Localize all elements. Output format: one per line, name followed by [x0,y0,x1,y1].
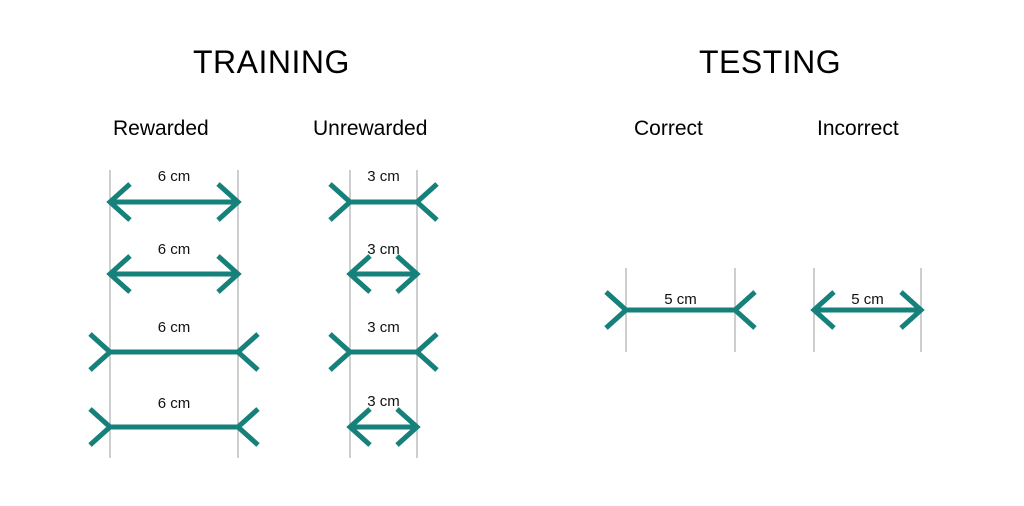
right-fin [413,182,439,222]
length-label: 5 cm [851,291,884,308]
right-fin [413,332,439,372]
left-fin [328,332,354,372]
figure-unrewarded-5: 3 cm [328,168,439,222]
left-fin [88,407,114,447]
left-fin [106,254,132,294]
length-label: 3 cm [367,168,400,185]
rewarded-label: Rewarded [113,117,209,140]
length-label: 6 cm [158,241,191,258]
figure-rewarded-1: 6 cm [106,168,242,222]
figure-unrewarded-7: 3 cm [328,319,439,372]
incorrect-label: Incorrect [817,117,899,140]
length-label: 3 cm [367,241,400,258]
right-fin [899,290,925,330]
figure-correct-9: 5 cm [604,290,757,330]
figure-unrewarded-6: 3 cm [346,241,421,294]
unrewarded-label: Unrewarded [313,117,428,140]
left-fin [346,254,372,294]
training-heading: TRAINING [193,44,350,80]
left-fin [106,182,132,222]
length-label: 3 cm [367,319,400,336]
length-label: 6 cm [158,319,191,336]
right-fin [395,254,421,294]
figure-unrewarded-8: 3 cm [346,393,421,447]
figure-rewarded-3: 6 cm [88,319,260,372]
left-fin [328,182,354,222]
right-fin [216,182,242,222]
left-fin [810,290,836,330]
left-fin [88,332,114,372]
right-fin [234,332,260,372]
right-fin [731,290,757,330]
length-label: 3 cm [367,393,400,410]
length-label: 6 cm [158,168,191,185]
left-fin [346,407,372,447]
figure-rewarded-4: 6 cm [88,395,260,447]
right-fin [395,407,421,447]
correct-label: Correct [634,117,703,140]
length-label: 5 cm [664,291,697,308]
figure-rewarded-2: 6 cm [106,241,242,294]
length-label: 6 cm [158,395,191,412]
right-fin [234,407,260,447]
figure-incorrect-10: 5 cm [810,290,925,330]
testing-heading: TESTING [699,44,842,80]
right-fin [216,254,242,294]
left-fin [604,290,630,330]
